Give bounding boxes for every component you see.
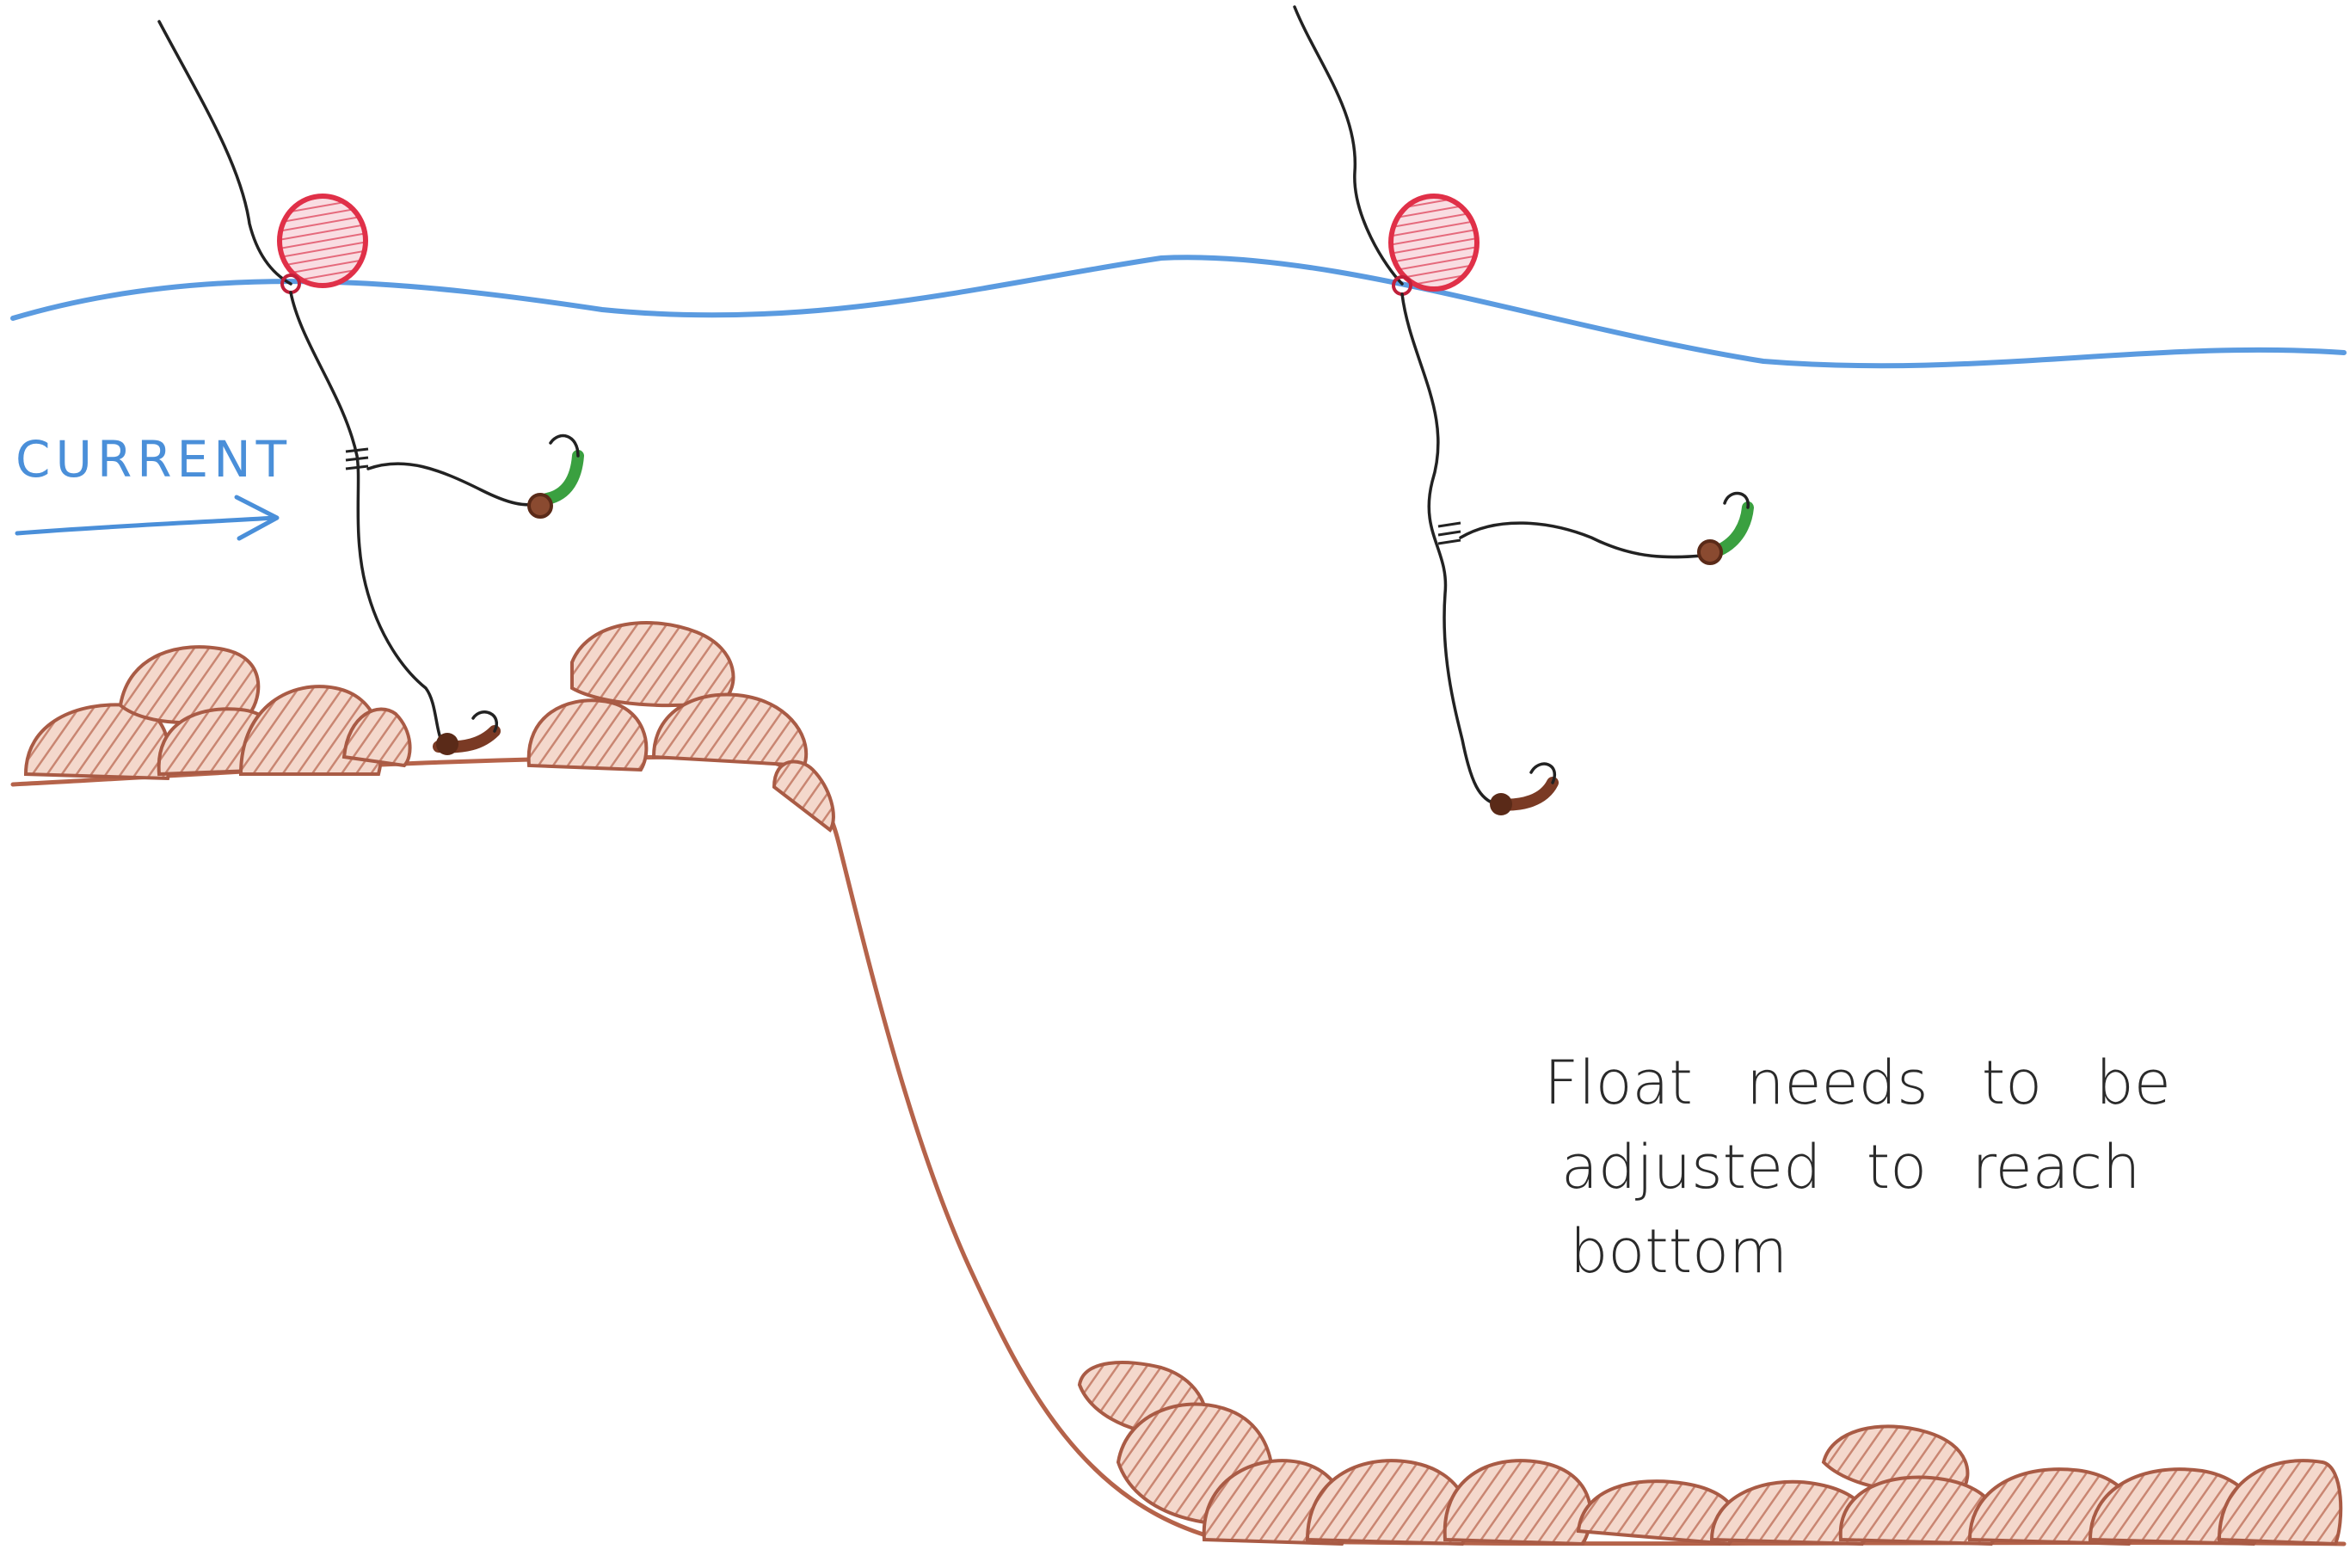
knot-icon	[1438, 523, 1461, 544]
hook-icon	[436, 712, 496, 755]
current-arrow-icon	[17, 497, 277, 538]
current-label: CURRENT	[15, 430, 292, 489]
rock-icon	[1445, 1460, 1591, 1544]
shelf-rocks	[26, 623, 834, 830]
right-rig	[1295, 7, 1748, 815]
water-surface	[13, 257, 2344, 366]
float-icon	[280, 196, 366, 292]
hook-icon	[529, 436, 578, 517]
rock-icon	[529, 700, 647, 770]
rock-icon	[774, 761, 834, 830]
left-rig	[159, 22, 578, 755]
note-line: Float needs to be	[1544, 1041, 2284, 1125]
hook-icon	[1699, 494, 1748, 563]
annotation-note: Float needs to be adjusted to reach bott…	[1544, 1041, 2284, 1294]
fishing-line	[159, 22, 291, 284]
fishing-line	[1461, 523, 1712, 557]
note-line: adjusted to reach	[1544, 1125, 2284, 1209]
fishing-line	[1402, 294, 1497, 804]
hook-icon	[1490, 764, 1554, 815]
float-icon	[1391, 196, 1477, 294]
rock-icon	[2219, 1460, 2341, 1544]
bottom-rocks	[1080, 1362, 2341, 1544]
fishing-line	[291, 292, 447, 748]
fishing-line	[1295, 7, 1402, 284]
fishing-line	[368, 464, 542, 505]
rock-icon	[572, 623, 733, 705]
note-line: bottom	[1544, 1209, 2284, 1294]
